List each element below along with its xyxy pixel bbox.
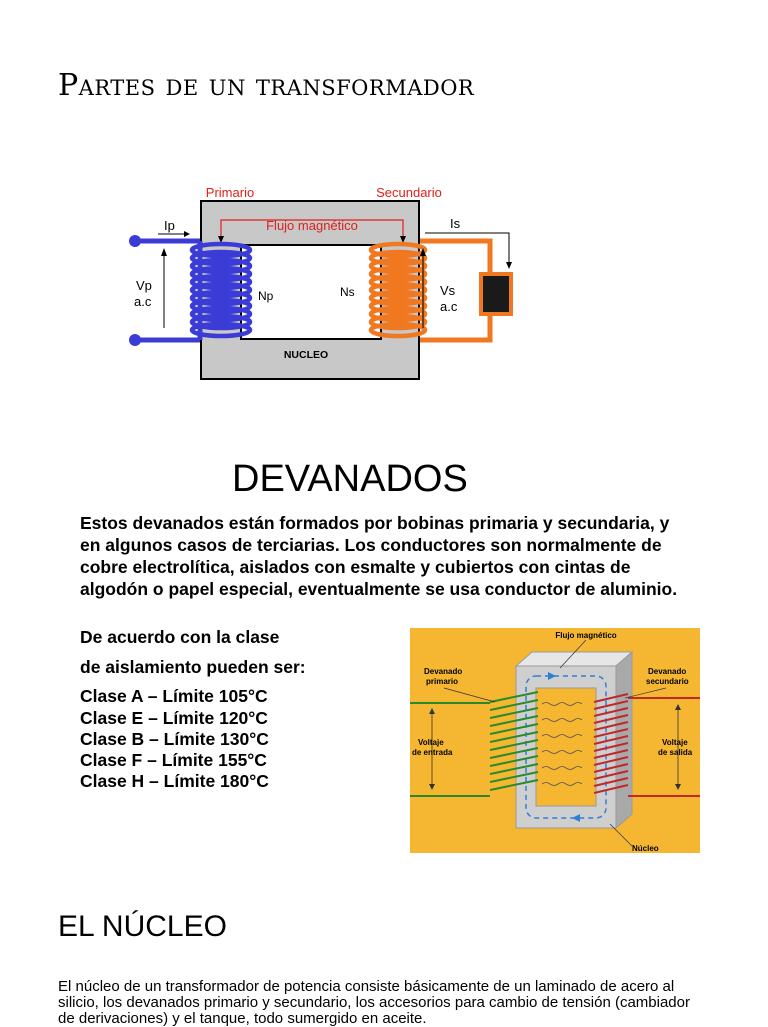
is-label: Is (450, 216, 461, 231)
secondary-label: Secundario (376, 185, 442, 200)
clase-item: Clase E – Límite 120°C (80, 708, 268, 728)
primary-label: Primario (206, 185, 254, 200)
nucleo-paragraph: El núcleo de un transformador de potenci… (58, 978, 690, 1027)
clase-item: Clase H – Límite 180°C (80, 771, 269, 791)
winding-diagram: Flujo magnético Devanado primario Devana… (410, 628, 700, 853)
core-window (240, 244, 382, 340)
fig2-input-voltage-1: Voltaje (418, 738, 444, 747)
fig2-primary-label-2: primario (426, 677, 458, 686)
devanados-paragraph: Estos devanados están formados por bobin… (80, 513, 678, 599)
fig2-core-label: Núcleo (632, 844, 659, 853)
flux-loop (525, 675, 607, 819)
fig2-output-voltage-1: Voltaje (662, 738, 688, 747)
transformer-diagram: Flujo magnético Primario Secundario Ip V… (129, 185, 513, 380)
primary-coil (189, 241, 253, 339)
devanados-heading: DEVANADOS (232, 458, 468, 500)
page-title: Partes de un transformador (58, 68, 475, 103)
clase-item: Clase A – Límite 105°C (80, 686, 268, 706)
primary-winding (410, 691, 539, 797)
fig2-primary-label-1: Devanado (424, 667, 462, 676)
vp-label: Vp (136, 278, 152, 293)
secondary-coil (368, 241, 428, 339)
clase-item: Clase F – Límite 155°C (80, 750, 267, 770)
core-label: NUCLEO (284, 349, 328, 361)
vs-label: Vs (440, 283, 456, 298)
secondary-lead-top (420, 238, 493, 273)
ip-label: Ip (164, 218, 175, 233)
fig2-flux-label: Flujo magnético (555, 631, 616, 640)
secondary-winding (593, 693, 700, 797)
clase-item: Clase B – Límite 130°C (80, 729, 269, 749)
flux-label: Flujo magnético (266, 218, 358, 233)
flux-path (220, 219, 404, 243)
clase-intro-line-2: de aislamiento pueden ser: (80, 657, 306, 677)
core-window (535, 687, 597, 807)
vp-ac-label: a.c (134, 294, 152, 309)
ns-label: Ns (340, 285, 355, 299)
nucleo-heading: EL NÚCLEO (58, 910, 227, 943)
load-resistor (479, 272, 513, 316)
fig2-secondary-label-1: Devanado (648, 667, 686, 676)
fig2-output-voltage-2: de salida (658, 748, 693, 757)
np-label: Np (258, 289, 274, 303)
fig2-secondary-label-2: secundario (646, 677, 689, 686)
secondary-lead-bottom (420, 313, 493, 343)
fig2-input-voltage-2: de entrada (412, 748, 453, 757)
vs-ac-label: a.c (440, 299, 458, 314)
clase-intro-line-1: De acuerdo con la clase (80, 627, 280, 647)
